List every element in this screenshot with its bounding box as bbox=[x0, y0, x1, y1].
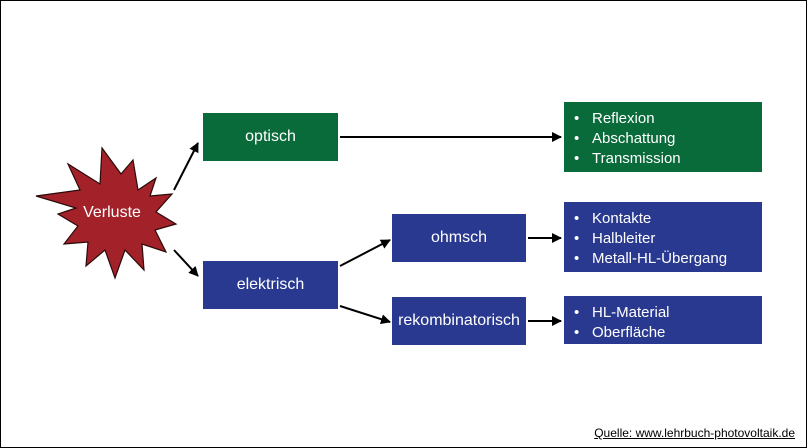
rekombinatorisch-loss-list: •HL-Material •Oberfläche bbox=[564, 296, 762, 344]
elektrisch-box: elektrisch bbox=[203, 261, 338, 309]
list-item: •Transmission bbox=[574, 150, 681, 167]
list-item: •HL-Material bbox=[574, 304, 670, 321]
verluste-burst-shape bbox=[35, 146, 178, 280]
list-item: •Kontakte bbox=[574, 210, 652, 227]
arrow-verluste-elektrisch bbox=[173, 249, 199, 277]
optisch-box: optisch bbox=[203, 113, 338, 161]
list-item: •Abschattung bbox=[574, 130, 676, 147]
verluste-label: Verluste bbox=[83, 204, 141, 221]
list-item: •Oberfläche bbox=[574, 324, 666, 341]
rekombinatorisch-box: rekombinatorisch bbox=[392, 297, 526, 345]
ohmsch-loss-list: •Kontakte •Halbleiter •Metall-HL-Übergan… bbox=[564, 202, 762, 272]
arrow-elektrisch-ohmsch bbox=[339, 239, 391, 267]
optisch-loss-list: •Reflexion •Abschattung •Transmission bbox=[564, 102, 762, 172]
list-item: •Reflexion bbox=[574, 110, 655, 127]
source-link[interactable]: Quelle: www.lehrbuch-photovoltaik.de bbox=[594, 426, 795, 440]
arrow-verluste-optisch bbox=[173, 142, 199, 191]
list-item: •Metall-HL-Übergang bbox=[574, 250, 728, 267]
ohmsch-box: ohmsch bbox=[392, 214, 526, 262]
arrow-elektrisch-rekombinatorisch bbox=[339, 305, 391, 325]
list-item: •Halbleiter bbox=[574, 230, 656, 247]
